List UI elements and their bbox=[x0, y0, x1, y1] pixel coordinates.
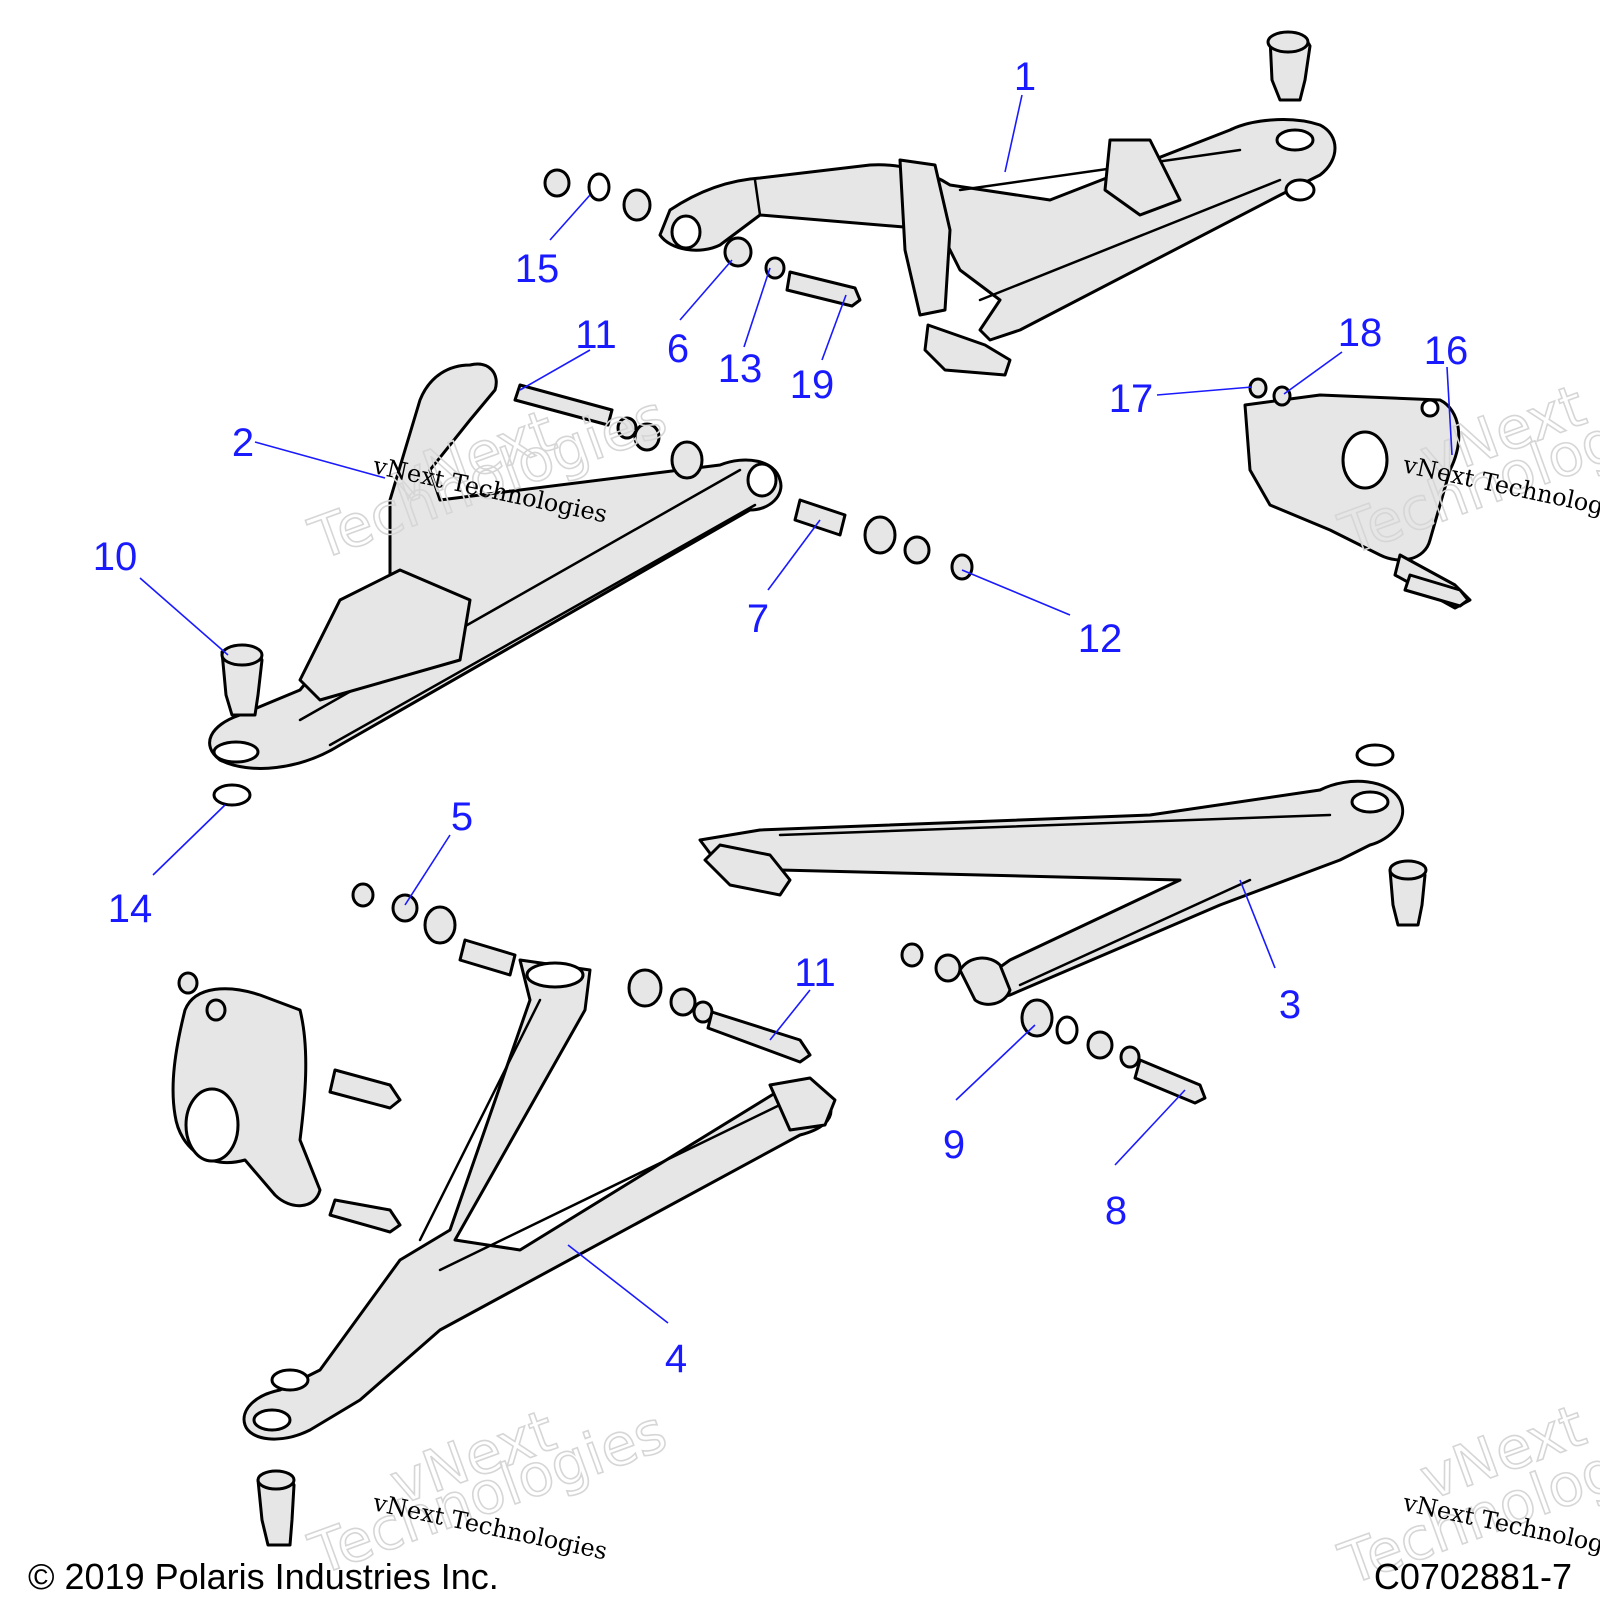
callout-6: 6 bbox=[667, 327, 689, 371]
callout-11-top: 11 bbox=[575, 313, 617, 357]
callout-7: 7 bbox=[747, 597, 769, 641]
callout-3: 3 bbox=[1279, 983, 1301, 1027]
callout-9: 9 bbox=[943, 1123, 965, 1167]
ball-joint-right bbox=[1388, 859, 1428, 927]
callout-19: 19 bbox=[790, 363, 835, 407]
callout-13: 13 bbox=[718, 347, 763, 391]
upper-a-arm-part-1 bbox=[658, 118, 1337, 377]
callout-11-bottom: 11 bbox=[794, 951, 836, 995]
lower-arm-part-3 bbox=[698, 779, 1405, 1006]
drawing-number: C0702881-7 bbox=[1373, 1556, 1572, 1597]
callout-14: 14 bbox=[108, 887, 153, 931]
copyright-notice: © 2019 Polaris Industries Inc. bbox=[28, 1556, 499, 1597]
callout-2: 2 bbox=[232, 421, 254, 465]
callout-4: 4 bbox=[665, 1337, 687, 1381]
callout-5: 5 bbox=[451, 795, 473, 839]
hardware-small-parts bbox=[177, 168, 1470, 1392]
callout-17: 17 bbox=[1109, 377, 1154, 421]
callout-15: 15 bbox=[515, 247, 560, 291]
callout-labels: 1 2 3 4 5 6 7 8 9 10 11 11 12 13 14 15 1… bbox=[93, 55, 1469, 1381]
callout-16: 16 bbox=[1424, 329, 1469, 373]
spindle-knuckle-left bbox=[171, 987, 402, 1234]
upper-a-arm-part-4 bbox=[242, 958, 837, 1441]
ball-joint-bottom bbox=[256, 1469, 296, 1547]
ball-joint-part-10 bbox=[220, 643, 264, 717]
callout-18: 18 bbox=[1338, 311, 1383, 355]
lower-a-arm-part-2 bbox=[208, 362, 783, 770]
callout-1: 1 bbox=[1014, 55, 1036, 99]
leader-lines bbox=[139, 94, 1453, 1324]
callout-10: 10 bbox=[93, 535, 138, 579]
callout-8: 8 bbox=[1105, 1189, 1127, 1233]
ball-joint-top bbox=[1266, 30, 1312, 102]
callout-12: 12 bbox=[1078, 617, 1123, 661]
